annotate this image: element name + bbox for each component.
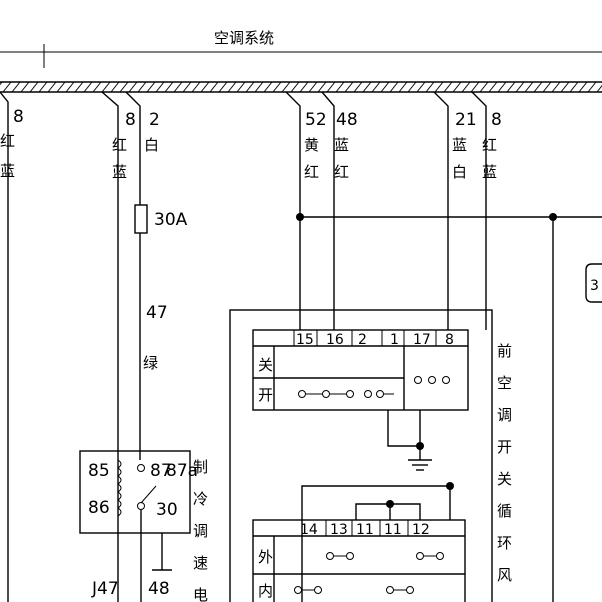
wire-3a-color-2: 红 <box>304 163 319 181</box>
wire-3a-color-1: 黄 <box>304 136 319 154</box>
harness-bus <box>0 81 602 93</box>
relay-name-char-2: 调 <box>193 522 208 540</box>
switch-name-char-2: 调 <box>497 406 512 424</box>
switch-top-terminal-8: 8 <box>445 332 454 348</box>
wire-4a-color-2: 白 <box>452 163 467 181</box>
fuse-rating: 30A <box>154 210 188 230</box>
relay-pin-87a: 87a <box>166 461 198 481</box>
relay-name-char-1: 冷 <box>193 490 208 508</box>
relay-pin-86: 86 <box>88 498 110 518</box>
switch-module-frame <box>229 309 493 602</box>
wire-3b-number: 48 <box>336 110 358 130</box>
wire-2b-color-1: 白 <box>144 136 159 154</box>
wire-3b-color-2: 红 <box>334 163 349 181</box>
wire-1-number: 8 <box>13 107 24 127</box>
relay-pin-87: 87 <box>150 461 172 481</box>
switch-bottom-label-1: 外 <box>258 548 273 566</box>
wire-4b-color-2: 蓝 <box>482 163 497 181</box>
switch-bottom-terminal-13: 13 <box>330 522 348 538</box>
switch-bottom-terminal-14: 14 <box>300 522 318 538</box>
wire-47-color: 绿 <box>143 354 158 372</box>
wire-2a-color-2: 蓝 <box>112 163 127 181</box>
wire-47-number: 47 <box>146 303 168 323</box>
switch-bottom: 14 13 11 11 12 外 内 <box>252 482 466 602</box>
wire-4b-number: 8 <box>491 110 502 130</box>
wire-3a-number: 52 <box>305 110 327 130</box>
svg-text:3: 3 <box>590 278 599 294</box>
relay-pin-85: 85 <box>88 461 110 481</box>
switch-top-terminal-17: 17 <box>413 332 431 348</box>
switch-bottom-label-2: 内 <box>258 582 273 600</box>
switch-bottom-contacts <box>294 552 444 594</box>
wire-1-color-1: 红 <box>0 132 15 150</box>
wire-1-color-2: 蓝 <box>0 162 15 180</box>
switch-top-terminal-16: 16 <box>326 332 344 348</box>
switch-name-char-3: 开 <box>497 438 512 456</box>
wire-4a-color-1: 蓝 <box>452 136 467 154</box>
wire-group-4: 21 8 蓝 白 红 蓝 <box>433 91 502 330</box>
relay-pin-30: 30 <box>156 500 178 520</box>
switch-bottom-terminal-12: 12 <box>412 522 430 538</box>
wire-group-2: 8 2 红 蓝 白 <box>101 91 160 602</box>
switch-top-label-1: 关 <box>258 356 273 374</box>
switch-top-terminal-15: 15 <box>296 332 314 348</box>
wire-3b-color-1: 蓝 <box>334 136 349 154</box>
junction-wire <box>296 213 602 602</box>
switch-top-terminal-1: 1 <box>390 332 399 348</box>
switch-bottom-terminal-11b: 11 <box>384 522 402 538</box>
switch-top-terminal-2: 2 <box>358 332 367 348</box>
relay-name-char-4: 电 <box>193 586 208 602</box>
ground-symbol-1 <box>387 410 432 471</box>
label-48: 48 <box>148 579 170 599</box>
wire-4a-number: 21 <box>455 110 477 130</box>
wire-2a-color-1: 红 <box>112 136 127 154</box>
switch-name-char-6: 环 <box>497 534 512 552</box>
switch-bottom-terminal-11a: 11 <box>356 522 374 538</box>
switch-name-char-0: 前 <box>497 342 512 360</box>
relay-name-char-0: 制 <box>193 458 208 476</box>
wire-2a-number: 8 <box>125 110 136 130</box>
wire-group-3: 52 48 黄 红 蓝 红 <box>285 91 358 330</box>
switch-top-contacts <box>298 376 450 398</box>
switch-top: 15 16 2 1 17 8 关 开 <box>252 329 469 411</box>
switch-name-char-4: 关 <box>497 470 512 488</box>
relay-name-char-3: 速 <box>193 554 208 572</box>
switch-name-char-5: 循 <box>497 502 512 520</box>
fuse: 30A <box>134 204 188 460</box>
wire-group-1: 8 红 蓝 <box>0 91 24 602</box>
diagram-title: 空调系统 <box>214 29 274 47</box>
wire-4b-color-1: 红 <box>482 136 497 154</box>
wire-2b-number: 2 <box>149 110 160 130</box>
label-j47: J47 <box>91 579 119 599</box>
switch-top-label-2: 开 <box>258 386 273 404</box>
switch-name-char-1: 空 <box>497 374 512 392</box>
switch-name-char-7: 风 <box>497 566 512 584</box>
relay: 85 86 87 87a 30 <box>79 450 198 602</box>
